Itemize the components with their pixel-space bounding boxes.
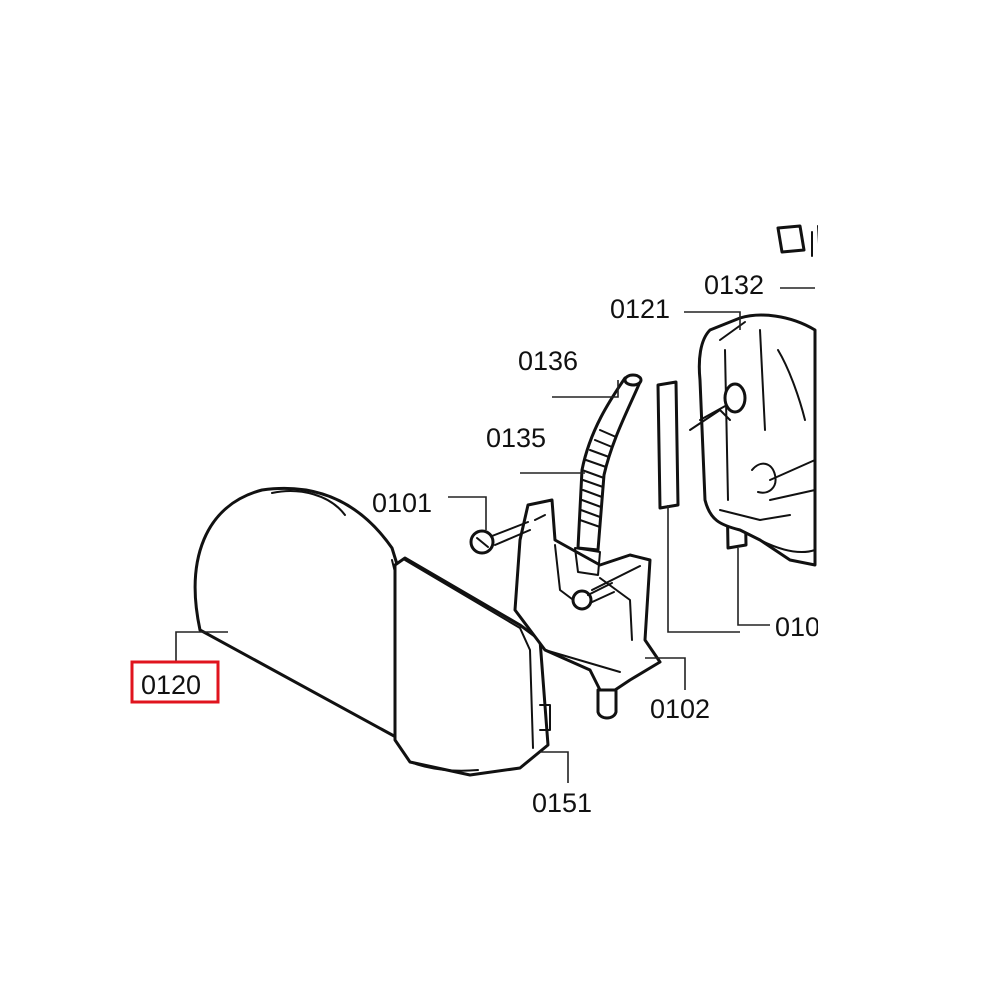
- callout-0101[interactable]: 0101: [372, 488, 432, 518]
- callout-0121[interactable]: 0121: [610, 294, 670, 324]
- part-0135-0136-hose: [574, 373, 643, 576]
- callout-0136[interactable]: 0136: [518, 346, 578, 376]
- callout-0135[interactable]: 0135: [486, 423, 546, 453]
- part-0151-housing: [393, 556, 551, 777]
- part-seal-strip-1: [656, 380, 680, 510]
- highlight-box-0120: [130, 660, 220, 704]
- callout-labels: 0132 0121 0136 0135 0101 0102 0151 010 0…: [130, 270, 820, 818]
- part-0132-fragment: [776, 224, 821, 263]
- callout-0102[interactable]: 0102: [650, 694, 710, 724]
- part-0120-cover: [193, 486, 418, 744]
- part-screw-2: [571, 582, 615, 611]
- part-0101-screw: [469, 521, 531, 555]
- callout-0151[interactable]: 0151: [532, 788, 592, 818]
- callout-0120[interactable]: 0120: [141, 670, 201, 700]
- crop-mask: [818, 0, 1000, 1000]
- part-0121-frame: [689, 313, 817, 567]
- callout-010-partial[interactable]: 010: [775, 612, 820, 642]
- leader-lines: [175, 287, 815, 783]
- callout-0132[interactable]: 0132: [704, 270, 764, 300]
